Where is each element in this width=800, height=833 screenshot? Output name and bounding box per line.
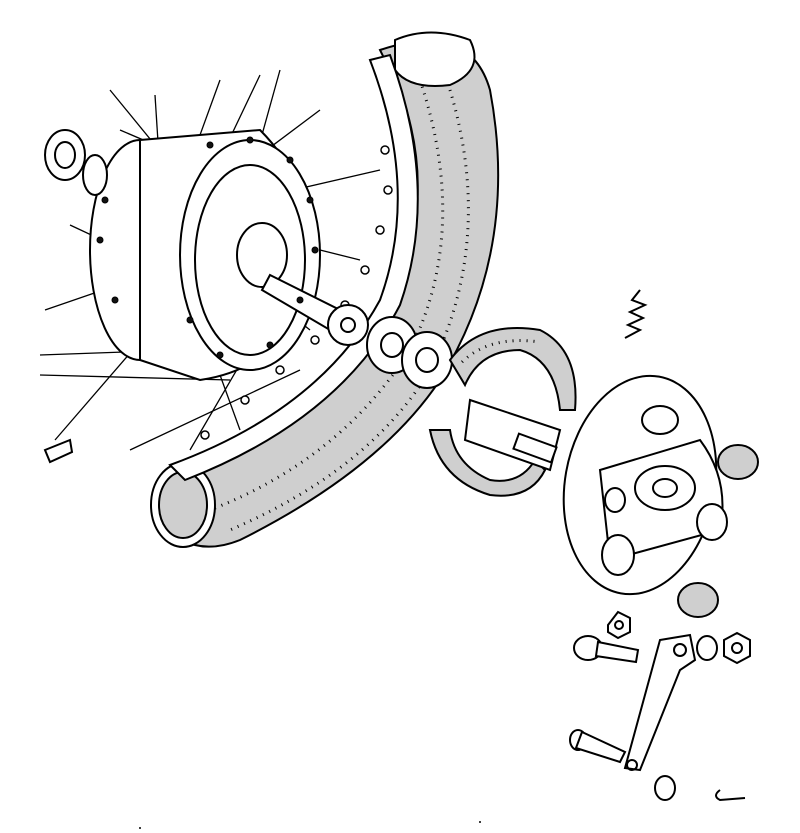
plate-hole-top — [641, 405, 679, 435]
lever-washer — [696, 635, 718, 661]
brake-plate-boss — [634, 465, 696, 511]
tire-end-section — [394, 31, 476, 87]
brake-shoes — [428, 327, 577, 497]
rubber-plug-top — [717, 444, 759, 480]
pivot-bolt — [573, 635, 640, 664]
clevis-pin — [569, 729, 627, 764]
wheel-hub — [89, 128, 342, 382]
brake-backing-plate — [562, 374, 728, 596]
brake-cam — [512, 432, 558, 464]
hub-bore — [236, 222, 288, 288]
right-bearing-2 — [401, 331, 453, 389]
rubber-plug-bottom — [677, 582, 719, 618]
brake-lever — [623, 633, 697, 772]
spacer-washer — [327, 304, 369, 346]
lever-nut — [723, 631, 751, 665]
clevis-washer — [654, 775, 676, 801]
speck — [479, 821, 481, 823]
spoke-nipple — [43, 438, 74, 464]
small-nut — [607, 610, 631, 640]
left-bearing — [44, 129, 86, 181]
tire — [150, 31, 500, 548]
cotter-pin — [715, 789, 746, 802]
left-washer — [82, 154, 108, 196]
plate-hole-bottom — [601, 534, 635, 576]
return-spring — [624, 289, 648, 339]
speck — [139, 827, 141, 829]
